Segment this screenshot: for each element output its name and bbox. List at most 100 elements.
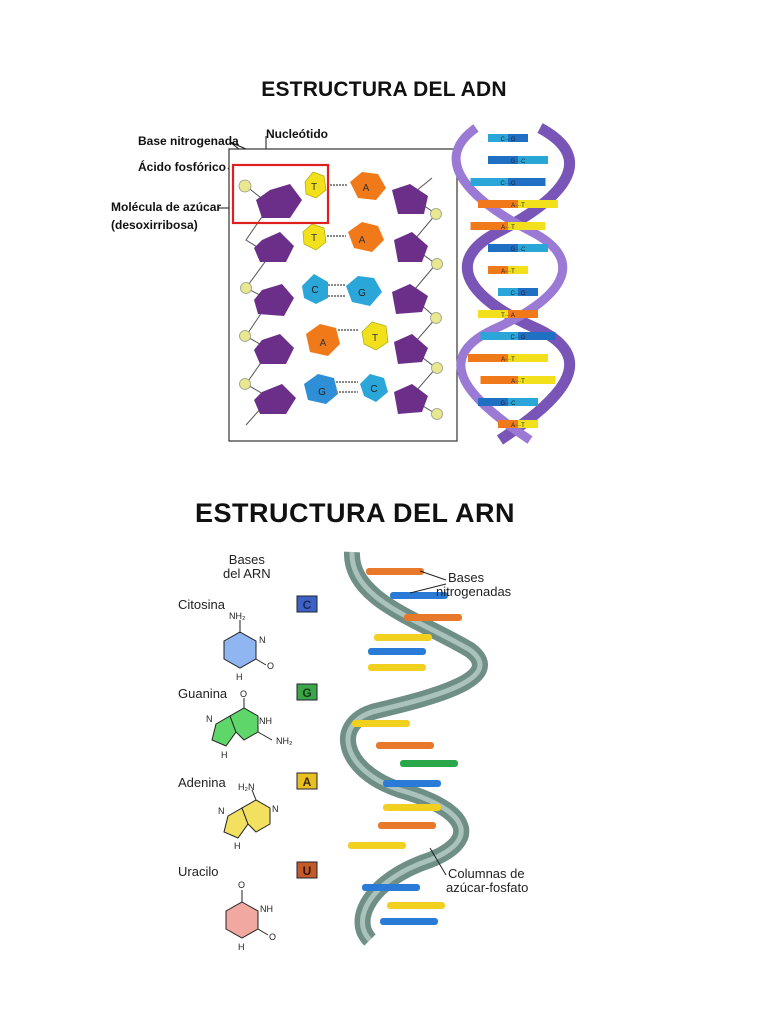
label-base-nitrogenada: Base nitrogenada <box>138 134 239 148</box>
svg-text:O: O <box>267 661 274 671</box>
rna-base-rod <box>378 822 436 829</box>
svg-text:H: H <box>234 841 241 851</box>
pair-3-right-letter: G <box>358 288 366 299</box>
helix-rung-label: G···C <box>501 401 517 407</box>
phosphate-marker <box>239 378 251 390</box>
helix-rung-right <box>508 178 546 186</box>
pair-2-right-letter: A <box>359 235 366 246</box>
helix-rung-right <box>508 310 538 318</box>
helix-rung-left <box>470 178 508 186</box>
svg-text:NH₂: NH₂ <box>229 611 246 621</box>
phosphate-marker <box>430 208 442 220</box>
helix-rung-left <box>498 288 518 296</box>
svg-text:N: N <box>272 804 279 814</box>
helix-rung-right <box>508 266 528 274</box>
pair-4-left-letter: A <box>320 338 327 349</box>
phosphate-marker <box>431 362 443 374</box>
adn-pair-2: T A <box>254 222 443 270</box>
adn-pair-5: G C <box>239 374 443 420</box>
helix-rung-left <box>488 266 508 274</box>
badge-g <box>296 683 318 701</box>
helix-rung-label: G···C <box>511 247 527 253</box>
pair-5-right-letter: C <box>370 384 377 395</box>
svg-text:O: O <box>240 689 247 699</box>
helix-rung-right <box>518 376 556 384</box>
phosphate-marker <box>430 312 442 324</box>
arn-helix <box>340 551 488 946</box>
base-name-uracilo: Uracilo <box>178 864 219 879</box>
helix-rung-left <box>468 354 508 362</box>
helix-rung-label: A···T <box>511 203 525 209</box>
svg-text:N: N <box>206 714 213 724</box>
rna-base-rod <box>366 568 424 575</box>
rna-base-rod <box>383 780 441 787</box>
pair-1-left-letter: T <box>311 182 317 193</box>
helix-rung-label: C···G <box>501 181 516 187</box>
helix-rung-left <box>478 310 508 318</box>
helix-rung-label: T···A <box>501 313 515 319</box>
arn-bases-header: Bases del ARN <box>223 553 271 581</box>
phosphate-marker <box>239 330 251 342</box>
helix-rung-left <box>498 420 518 428</box>
label-nucleotido: Nucleótido <box>266 127 328 141</box>
phosphate-marker <box>431 408 443 420</box>
pair-3-left-letter: C <box>311 285 318 296</box>
rna-base-rod <box>352 720 410 727</box>
badge-u <box>296 861 318 879</box>
rna-base-rod <box>348 842 406 849</box>
svg-text:H₂N: H₂N <box>238 782 255 792</box>
helix-rung-right <box>508 398 538 406</box>
svg-text:O: O <box>269 932 276 942</box>
rna-base-rod <box>376 742 434 749</box>
badge-a <box>296 772 318 790</box>
svg-text:NH: NH <box>259 716 272 726</box>
badge-c-letter: C <box>303 598 312 612</box>
helix-rung-right <box>518 420 538 428</box>
helix-rung-label: C···G <box>511 335 526 341</box>
helix-rung-left <box>488 244 518 252</box>
helix-rung-label: G···C <box>511 159 527 165</box>
helix-rung-right <box>518 200 558 208</box>
adn-pair-1: T A <box>238 171 442 220</box>
rna-base-rod <box>383 804 441 811</box>
pair-1-right-letter: A <box>363 183 370 194</box>
label-desoxirribosa: (desoxirribosa) <box>111 218 198 232</box>
helix-rung-right <box>508 222 546 230</box>
helix-rung-right <box>508 354 548 362</box>
rna-base-rod <box>390 592 448 599</box>
helix-rung-label: A···T <box>511 379 525 385</box>
helix-rung-left <box>488 156 518 164</box>
helix-rung-label: A···T <box>501 225 515 231</box>
adn-title: ESTRUCTURA DEL ADN <box>261 78 507 101</box>
citosina-structure: NH₂ N O H <box>223 611 274 682</box>
helix-rung-label: C···G <box>501 137 516 143</box>
svg-text:H: H <box>221 750 228 760</box>
helix-rung-right <box>518 332 556 340</box>
adn-rungs: T A T A C G <box>238 171 443 420</box>
pair-2-left-letter: T <box>311 233 317 244</box>
helix-rung-left <box>470 222 508 230</box>
helix-rung-left <box>488 134 508 142</box>
label-columnas-2: azúcar-fosfato <box>446 880 528 895</box>
svg-text:NH₂: NH₂ <box>276 736 293 746</box>
helix-rung-right <box>518 156 548 164</box>
badge-g-letter: G <box>302 686 311 700</box>
adn-double-helix: C···G G···C C···G A···T A···T G···C A···T C···G… <box>451 123 576 445</box>
svg-text:N: N <box>218 806 225 816</box>
helix-rung-right <box>508 134 528 142</box>
base-name-adenina: Adenina <box>178 775 226 790</box>
uracilo-structure: O NH O H <box>225 880 276 952</box>
phosphate-marker <box>240 282 252 294</box>
label-bases-nitrogenadas-2: nitrogenadas <box>436 584 512 599</box>
badge-a-letter: A <box>303 775 312 789</box>
helix-rung-label: C···G <box>511 291 526 297</box>
base-name-guanina: Guanina <box>178 686 228 701</box>
svg-text:NH: NH <box>260 904 273 914</box>
label-bases-nitrogenadas-1: Bases <box>448 570 485 585</box>
label-columnas-1: Columnas de <box>448 866 525 881</box>
helix-rung-left <box>478 398 508 406</box>
badge-c <box>296 595 318 613</box>
rna-base-rod <box>387 902 445 909</box>
svg-text:O: O <box>238 880 245 890</box>
label-acido-fosforico: Ácido fosfórico <box>138 160 227 174</box>
